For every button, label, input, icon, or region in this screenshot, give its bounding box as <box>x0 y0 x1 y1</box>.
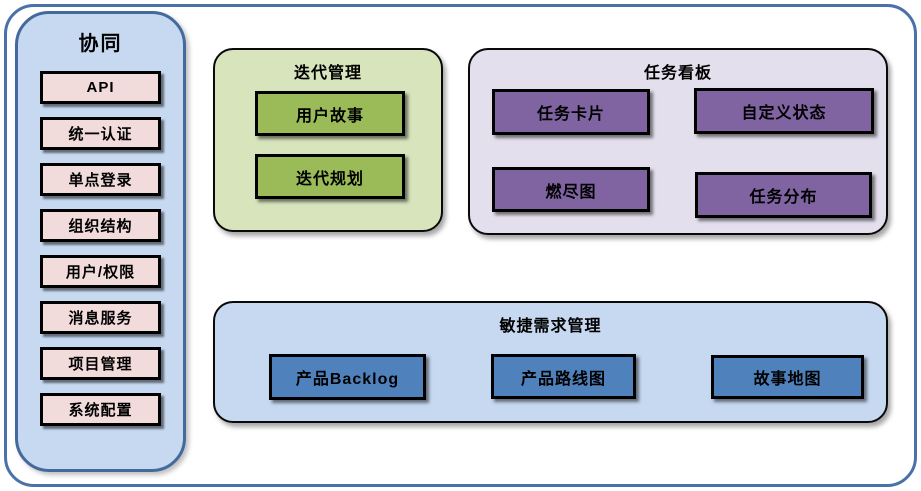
sidebar-item-message-service: 消息服务 <box>40 301 161 334</box>
box-burndown-chart: 燃尽图 <box>492 167 650 212</box>
box-iteration-planning: 迭代规划 <box>255 154 405 199</box>
task-board-title: 任务看板 <box>643 65 712 82</box>
sidebar-item-system-config: 系统配置 <box>40 393 161 426</box>
box-product-roadmap: 产品路线图 <box>491 354 636 399</box>
sidebar-item-users-permissions: 用户/权限 <box>40 255 161 288</box>
task-board-group: 任务看板 任务卡片 自定义状态 燃尽图 任务分布 <box>468 48 888 235</box>
box-product-backlog: 产品Backlog <box>269 354 426 400</box>
box-user-story: 用户故事 <box>255 91 405 136</box>
box-task-distribution: 任务分布 <box>695 172 872 218</box>
box-task-card: 任务卡片 <box>492 89 650 135</box>
collaboration-panel-title: 协同 <box>78 33 123 55</box>
iteration-management-title: 迭代管理 <box>293 65 362 82</box>
sidebar-item-sso: 单点登录 <box>40 163 161 196</box>
agile-requirements-group: 敏捷需求管理 产品Backlog 产品路线图 故事地图 <box>213 301 888 423</box>
sidebar-item-api: API <box>40 71 161 104</box>
box-custom-status: 自定义状态 <box>694 88 874 134</box>
sidebar-item-project-management: 项目管理 <box>40 347 161 380</box>
iteration-management-group: 迭代管理 用户故事 迭代规划 <box>213 48 443 232</box>
sidebar-item-unified-auth: 统一认证 <box>40 117 161 150</box>
collaboration-item-list: API 统一认证 单点登录 组织结构 用户/权限 消息服务 项目管理 系统配置 <box>40 71 161 426</box>
collaboration-panel: 协同 API 统一认证 单点登录 组织结构 用户/权限 消息服务 项目管理 系统… <box>15 11 186 472</box>
agile-requirements-title: 敏捷需求管理 <box>499 318 602 335</box>
box-story-map: 故事地图 <box>711 355 864 399</box>
sidebar-item-org-structure: 组织结构 <box>40 209 161 242</box>
